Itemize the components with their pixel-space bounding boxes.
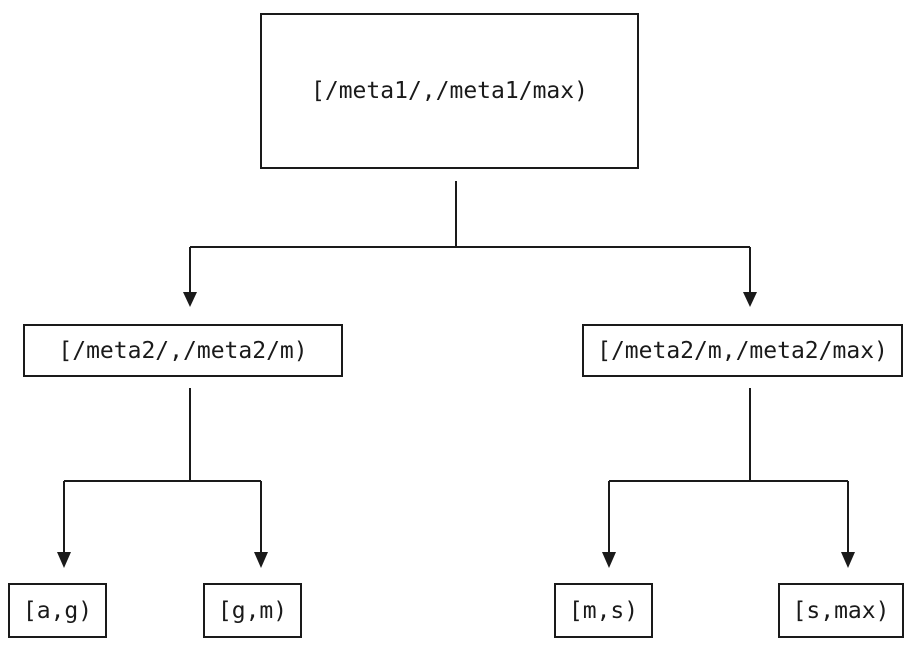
node-right-range: [/meta2/m,/meta2/max) <box>582 324 903 377</box>
node-leaf-gm: [g,m) <box>203 583 302 638</box>
node-left-range: [/meta2/,/meta2/m) <box>23 324 343 377</box>
edge-right-to-children <box>602 388 855 568</box>
arrowhead-to-right-node <box>743 292 757 307</box>
node-right-range-label: [/meta2/m,/meta2/max) <box>597 337 888 364</box>
node-root-label: [/meta1/,/meta1/max) <box>311 78 588 104</box>
arrowhead-to-left-node <box>183 292 197 307</box>
edge-left-to-children <box>57 388 268 568</box>
arrowhead-to-leaf-ms <box>602 552 616 568</box>
arrowhead-to-leaf-gm <box>254 552 268 568</box>
node-leaf-smax: [s,max) <box>778 583 904 638</box>
node-leaf-gm-label: [g,m) <box>217 597 288 624</box>
node-leaf-ms: [m,s) <box>554 583 653 638</box>
arrowhead-to-leaf-smax <box>841 552 855 568</box>
node-left-range-label: [/meta2/,/meta2/m) <box>58 337 308 364</box>
node-leaf-smax-label: [s,max) <box>792 597 890 624</box>
edge-root-to-children <box>183 181 757 307</box>
node-leaf-ag: [a,g) <box>8 583 107 638</box>
node-leaf-ms-label: [m,s) <box>568 597 639 624</box>
node-root: [/meta1/,/meta1/max) <box>260 13 639 169</box>
arrowhead-to-leaf-ag <box>57 552 71 568</box>
node-leaf-ag-label: [a,g) <box>22 597 93 624</box>
